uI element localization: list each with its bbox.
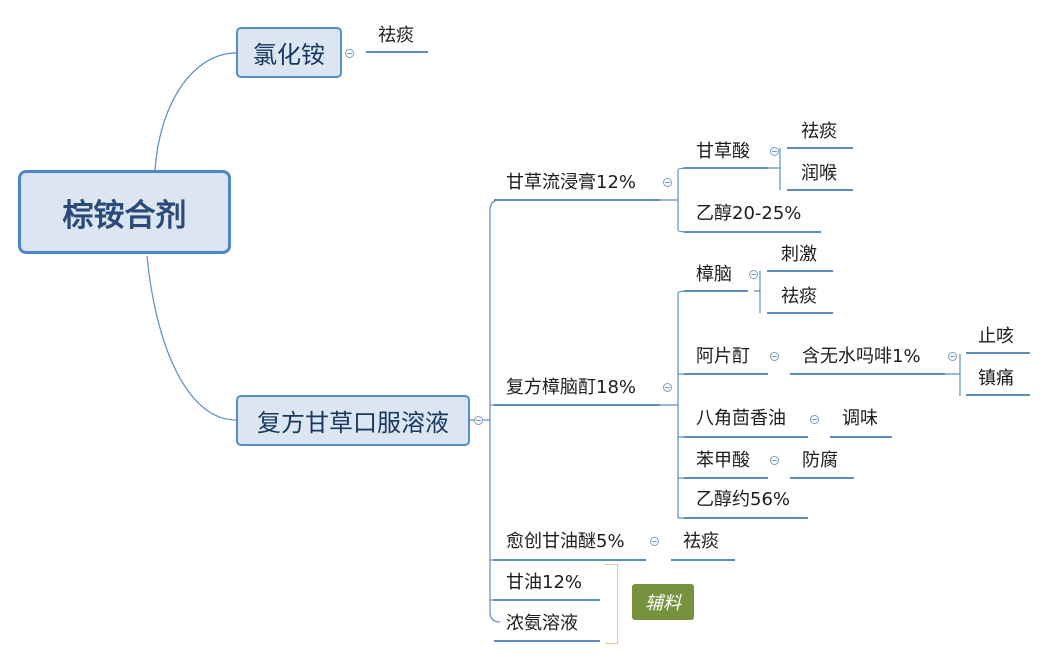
underline — [671, 559, 735, 561]
underline — [684, 477, 768, 479]
excipient-tag-label: 辅料 — [645, 593, 681, 614]
underline — [767, 270, 833, 272]
underline — [684, 373, 768, 375]
underline — [787, 147, 853, 149]
collapse-icon[interactable] — [663, 383, 672, 392]
node-ammonia-solution[interactable]: 浓氨溶液 — [506, 613, 578, 634]
node-tincture-ethanol[interactable]: 乙醇约56% — [696, 489, 791, 510]
excipient-tag[interactable]: 辅料 — [632, 584, 694, 620]
link-acid-trunk — [768, 148, 781, 190]
underline — [684, 436, 808, 438]
root-label: 棕铵合剂 — [62, 197, 187, 234]
node-licorice-extract[interactable]: 甘草流浸膏12% — [506, 172, 637, 193]
underline — [684, 167, 768, 169]
node-morphine-effect-2[interactable]: 镇痛 — [978, 368, 1014, 389]
collapse-icon[interactable] — [770, 352, 779, 361]
node-anise-effect[interactable]: 调味 — [842, 408, 878, 429]
underline — [494, 559, 646, 561]
node-morphine-effect-1[interactable]: 止咳 — [978, 326, 1014, 347]
node-ammonium-chloride[interactable]: 氯化铵 — [236, 27, 342, 78]
underline — [494, 599, 600, 601]
underline — [830, 436, 892, 438]
link-extract-trunk — [660, 167, 691, 233]
underline — [494, 199, 660, 201]
underline — [494, 640, 600, 642]
node-acid-effect-1[interactable]: 祛痰 — [801, 121, 837, 142]
underline — [767, 312, 833, 314]
node-anise-oil[interactable]: 八角茴香油 — [696, 408, 786, 429]
underline — [787, 189, 853, 191]
collapse-icon[interactable] — [749, 270, 758, 279]
node-benzoic-effect[interactable]: 防腐 — [802, 450, 838, 471]
node-compound-licorice-solution[interactable]: 复方甘草口服溶液 — [236, 395, 470, 446]
underline — [494, 404, 660, 406]
link-root-ammonium — [154, 52, 237, 171]
underline — [684, 517, 808, 519]
node-camphor-effect-1[interactable]: 刺激 — [781, 244, 817, 265]
node-guaifenesin[interactable]: 愈创甘油醚5% — [506, 531, 625, 552]
node-camphor[interactable]: 樟脑 — [696, 264, 732, 285]
compound-licorice-solution-label: 复方甘草口服溶液 — [257, 409, 449, 437]
collapse-icon[interactable] — [770, 456, 779, 465]
node-benzoic-acid[interactable]: 苯甲酸 — [696, 450, 750, 471]
link-root-solution — [146, 255, 237, 421]
root-node[interactable]: 棕铵合剂 — [18, 170, 231, 254]
node-glycyrrhizic-acid[interactable]: 甘草酸 — [696, 141, 750, 162]
node-camphor-tincture[interactable]: 复方樟脑酊18% — [506, 377, 637, 398]
node-camphor-effect-2[interactable]: 祛痰 — [781, 286, 817, 307]
collapse-icon[interactable] — [810, 415, 819, 424]
node-ammonium-effect[interactable]: 祛痰 — [378, 25, 414, 46]
collapse-icon[interactable] — [474, 416, 483, 425]
ammonium-chloride-label: 氯化铵 — [253, 41, 325, 69]
node-glycerin[interactable]: 甘油12% — [506, 572, 583, 593]
link-camphor-effects — [754, 271, 761, 313]
node-opium-tincture[interactable]: 阿片酊 — [696, 346, 750, 367]
node-morphine[interactable]: 含无水吗啡1% — [802, 346, 921, 367]
collapse-icon[interactable] — [948, 352, 957, 361]
underline — [790, 373, 945, 375]
underline — [966, 394, 1030, 396]
underline — [790, 477, 854, 479]
underline — [966, 352, 1030, 354]
link-morphine-effects — [945, 354, 961, 396]
collapse-icon[interactable] — [663, 178, 672, 187]
underline — [366, 51, 428, 53]
excipient-bracket — [605, 564, 618, 644]
collapse-icon[interactable] — [650, 537, 659, 546]
underline — [684, 290, 748, 292]
node-guaifenesin-effect[interactable]: 祛痰 — [683, 531, 719, 552]
collapse-icon[interactable] — [770, 147, 779, 156]
link-camphor-trunk — [660, 290, 691, 519]
collapse-icon[interactable] — [345, 49, 354, 58]
node-extract-ethanol[interactable]: 乙醇20-25% — [696, 203, 802, 224]
node-acid-effect-2[interactable]: 润喉 — [801, 163, 837, 184]
underline — [684, 231, 821, 233]
